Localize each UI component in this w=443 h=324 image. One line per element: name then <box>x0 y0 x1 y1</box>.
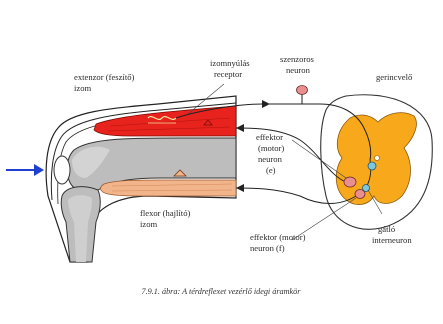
sensory-arrow <box>262 100 270 108</box>
label-inhibitory-2: interneuron <box>372 235 412 245</box>
figure-caption: 7.9.1. ábra: A térdreflexet vezérlő ideg… <box>142 287 302 296</box>
motor-neuron-e-body <box>344 177 356 187</box>
label-effector-e-4: (e) <box>266 165 276 175</box>
label-effector-e-1: effektor <box>256 132 283 142</box>
flexor-muscle <box>101 180 236 196</box>
sensory-neuron-body <box>297 86 308 105</box>
label-stretch-receptor-1: izomnyúlás <box>210 58 250 68</box>
spinal-cord <box>321 95 433 229</box>
label-effector-e-3: neuron <box>258 154 283 164</box>
tap-arrow <box>6 164 44 176</box>
label-flexor-1: flexor (hajlító) <box>140 208 190 218</box>
label-extensor-1: extenzor (feszítő) <box>74 72 135 82</box>
label-effector-e-2: (motor) <box>258 143 284 153</box>
leg <box>46 96 236 262</box>
label-effector-f-1: effektor (motor) <box>250 232 306 242</box>
label-extensor-2: izom <box>74 83 91 93</box>
motor-neuron-e-arrow <box>236 124 244 132</box>
label-inhibitory-1: gátló <box>378 224 395 234</box>
motor-neuron-f-arrow <box>236 184 244 192</box>
label-sensory-neuron-2: neuron <box>286 65 311 75</box>
label-stretch-receptor-2: receptor <box>214 69 242 79</box>
central-canal <box>375 156 380 161</box>
label-sensory-neuron-1: szenzoros <box>280 54 315 64</box>
label-spinal-cord: gerincvelő <box>376 72 412 82</box>
label-flexor-2: izom <box>140 219 157 229</box>
label-effector-f-2: neuron (f) <box>250 243 285 253</box>
patella-bone <box>54 156 70 184</box>
